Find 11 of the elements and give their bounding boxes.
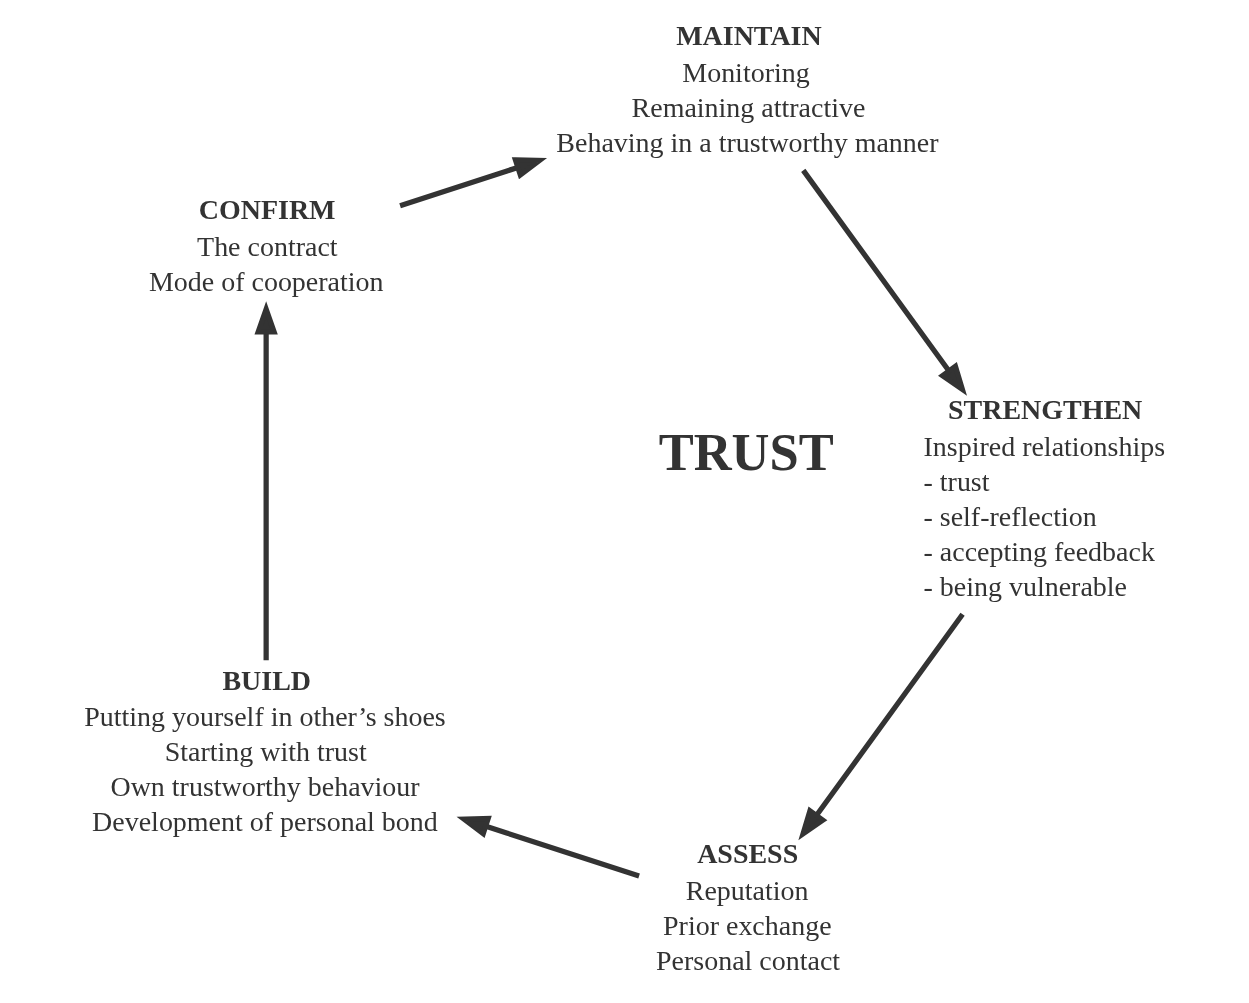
arrow <box>254 300 278 660</box>
node-text: CONFIRM The contract Mode of cooperation <box>148 193 384 297</box>
arrow <box>398 156 547 208</box>
arrow <box>797 612 965 840</box>
arrow <box>456 815 640 878</box>
node-text: MAINTAIN Monitoring Remaining attractive Behaving in a trustworthy manner <box>555 19 939 158</box>
label: TRUST <box>658 422 834 481</box>
arrow <box>800 168 967 396</box>
node-text: STRENGTHEN Inspired relationships - trust - self-reflection - accepting feedback - being vulnerable <box>923 393 1165 602</box>
node-text: BUILD Putting yourself in other’s shoes Starting with trust Own trustworthy behaviour Development of personal bond <box>83 664 446 837</box>
node-text: ASSESS Reputation Prior exchange Personal contact <box>655 837 840 976</box>
